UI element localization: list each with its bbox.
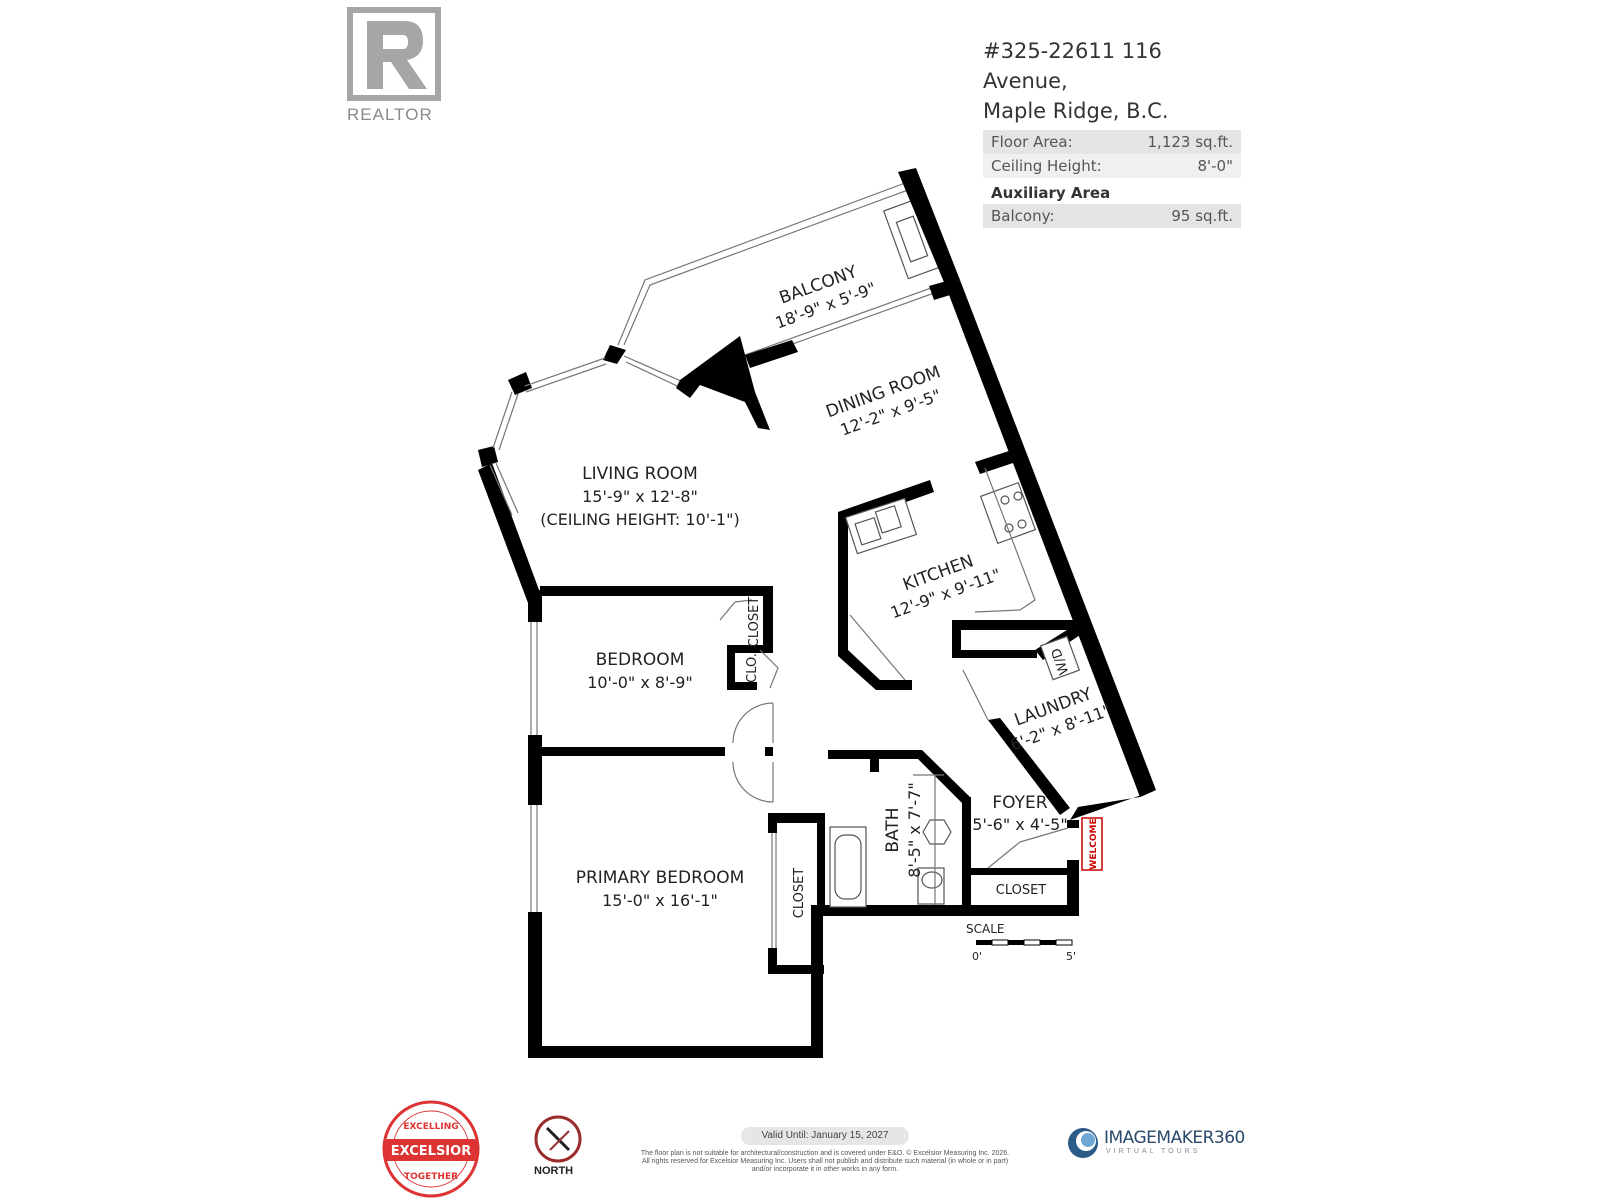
clo-label: CLO. — [745, 653, 760, 683]
bedroom-name: BEDROOM — [596, 650, 685, 670]
spec-row-floor-area: Floor Area: 1,123 sq.ft. — [983, 130, 1241, 154]
closet-foyer-label: CLOSET — [996, 883, 1047, 898]
closet-primary-label: CLOSET — [792, 868, 807, 919]
spec-row-ceiling-height: Ceiling Height: 8'-0" — [983, 154, 1241, 178]
bedroom-dims: 10'-0" x 8'-9" — [587, 673, 693, 692]
excelsior-badge: EXCELSIOR EXCELLING TOGETHER — [382, 1100, 480, 1198]
welcome-mat: WELCOME — [1081, 817, 1103, 871]
realtor-logo-text: REALTOR — [347, 105, 433, 124]
exterior-walls — [478, 168, 1156, 1058]
imagemaker360-sub: VIRTUAL TOURS — [1106, 1148, 1201, 1155]
closet-bedroom-label: CLOSET — [747, 597, 762, 648]
address-line-1: #325-22611 116 Avenue, — [983, 39, 1162, 93]
north-arrow-icon — [534, 1115, 582, 1163]
north-label: NORTH — [534, 1165, 574, 1177]
scale-bar: SCALE 0' 5' — [966, 922, 1076, 963]
living-room-name: LIVING ROOM — [582, 464, 698, 484]
scale-start: 0' — [972, 950, 982, 963]
excelsior-bottom: TOGETHER — [404, 1172, 458, 1182]
valid-until: Valid Until: January 15, 2027 — [741, 1127, 909, 1145]
r-letter-icon — [367, 21, 427, 89]
bath-dims: 8'-5" x 7'-7" — [905, 782, 924, 877]
primary-bedroom-name: PRIMARY BEDROOM — [576, 868, 745, 888]
fixtures — [829, 467, 1081, 908]
scale-end: 5' — [1066, 950, 1076, 963]
auxiliary-heading: Auxiliary Area — [991, 184, 1111, 202]
aux-row-balcony: Balcony: 95 sq.ft. — [983, 204, 1241, 228]
property-info: #325-22611 116 Avenue, Maple Ridge, B.C.… — [983, 36, 1241, 228]
spec-value: 8'-0" — [1197, 157, 1233, 175]
imagemaker360-logo — [1068, 1128, 1098, 1158]
living-room-dims: 15'-9" x 12'-8" — [582, 487, 698, 506]
aux-value: 95 sq.ft. — [1171, 207, 1233, 225]
disclaimer: The floor plan is not suitable for archi… — [640, 1150, 1010, 1173]
interior-walls — [540, 450, 1080, 974]
excelsior-name: EXCELSIOR — [391, 1144, 471, 1159]
primary-bedroom-dims: 15'-0" x 16'-1" — [602, 891, 718, 910]
address-line-2: Maple Ridge, B.C. — [983, 99, 1169, 123]
excelsior-top: EXCELLING — [403, 1122, 458, 1132]
spec-label: Floor Area: — [991, 133, 1073, 151]
realtor-logo: REALTOR — [347, 7, 443, 124]
welcome-label: WELCOME — [1089, 818, 1099, 869]
foyer-dims: 5'-6" x 4'-5" — [972, 815, 1067, 834]
foyer-name: FOYER — [992, 793, 1047, 813]
specs-table: Floor Area: 1,123 sq.ft. Ceiling Height:… — [983, 130, 1241, 178]
realtor-logo-mark — [347, 7, 441, 101]
balcony-outline — [617, 182, 949, 361]
aux-label: Balcony: — [991, 207, 1055, 225]
living-room-note: (CEILING HEIGHT: 10'-1") — [540, 510, 739, 529]
scale-label: SCALE — [966, 922, 1004, 936]
imagemaker360-name: IMAGEMAKER360 — [1104, 1128, 1245, 1148]
door-swings — [719, 599, 1069, 869]
spec-label: Ceiling Height: — [991, 157, 1102, 175]
spec-value: 1,123 sq.ft. — [1147, 133, 1233, 151]
bath-name: BATH — [883, 807, 903, 852]
